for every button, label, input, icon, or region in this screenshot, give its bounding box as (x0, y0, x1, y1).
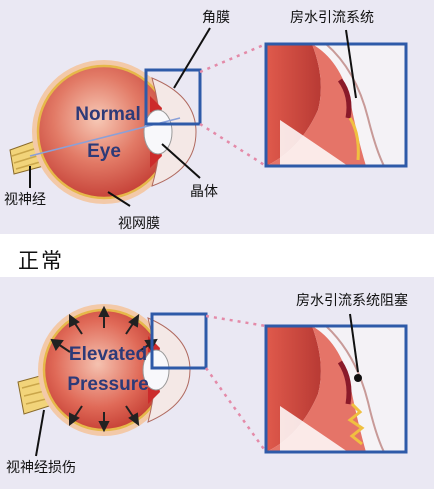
zoom-tissue (266, 44, 321, 166)
blocked-drainage-label: 房水引流系统阻塞 (296, 292, 408, 309)
blockage-point (354, 374, 362, 382)
cornea-label: 角膜 (202, 10, 230, 26)
zoom-cornea-edge-2 (325, 325, 385, 453)
trabecular-meshwork (337, 78, 352, 119)
optic-nerve-label: 视神经 (4, 192, 46, 208)
zoom-box-small-2 (150, 312, 208, 370)
zoom-box-small (144, 68, 202, 126)
zoom-tissue-4 (266, 326, 366, 452)
lens-shape (143, 109, 173, 155)
lens-leader (161, 143, 201, 179)
aqueous-flow (348, 117, 360, 161)
zoom-tissue-2 (266, 44, 366, 166)
eye-label-eye: Eye (87, 141, 121, 162)
zoom-lens-edge (280, 120, 348, 166)
eye-label-normal: Normal (75, 104, 140, 125)
lens-label: 晶体 (190, 184, 218, 200)
cornea-leader (173, 27, 211, 89)
drainage-label: 房水引流系统 (290, 10, 374, 26)
blocked-drainage-leader (349, 313, 359, 373)
blocked-drainage-zoom (264, 324, 408, 454)
zoom-connector-bottom-2 (204, 367, 268, 453)
glaucoma-eye: Elevated Pressure (17, 304, 268, 453)
zoom-tissue-3 (266, 326, 321, 452)
zoom-connector-top (199, 42, 267, 74)
zoom-cornea (326, 44, 406, 166)
zoom-connector-bottom (199, 122, 267, 168)
eyeball-interior-2 (44, 310, 164, 430)
eye-label-pressure: Pressure (67, 374, 148, 395)
drainage-leader (345, 29, 357, 99)
optic-nerve-damage-leader (35, 409, 45, 457)
optic-nerve-damage-label: 视神经损伤 (6, 460, 76, 476)
retina-label: 视网膜 (118, 216, 160, 232)
normal-drainage-zoom (264, 42, 408, 168)
zoom-connector-top-2 (205, 314, 267, 328)
retina-leader (107, 191, 131, 207)
blocked-meshwork (337, 360, 352, 405)
zoom-box-large-2 (264, 324, 408, 454)
normal-section-title: 正常 (18, 249, 64, 273)
zoom-cornea-2 (326, 326, 406, 452)
normal-eye: Normal Eye (9, 42, 267, 204)
eyeball-interior (38, 66, 170, 198)
pressure-arrows (50, 305, 158, 433)
zoom-cornea-edge (325, 43, 385, 167)
zoom-lens-edge-2 (280, 406, 348, 452)
eye-label-elevated: Elevated (69, 344, 147, 365)
lens-shape-2 (142, 349, 170, 391)
blocked-flow (347, 402, 365, 446)
zoom-box-large (264, 42, 408, 168)
